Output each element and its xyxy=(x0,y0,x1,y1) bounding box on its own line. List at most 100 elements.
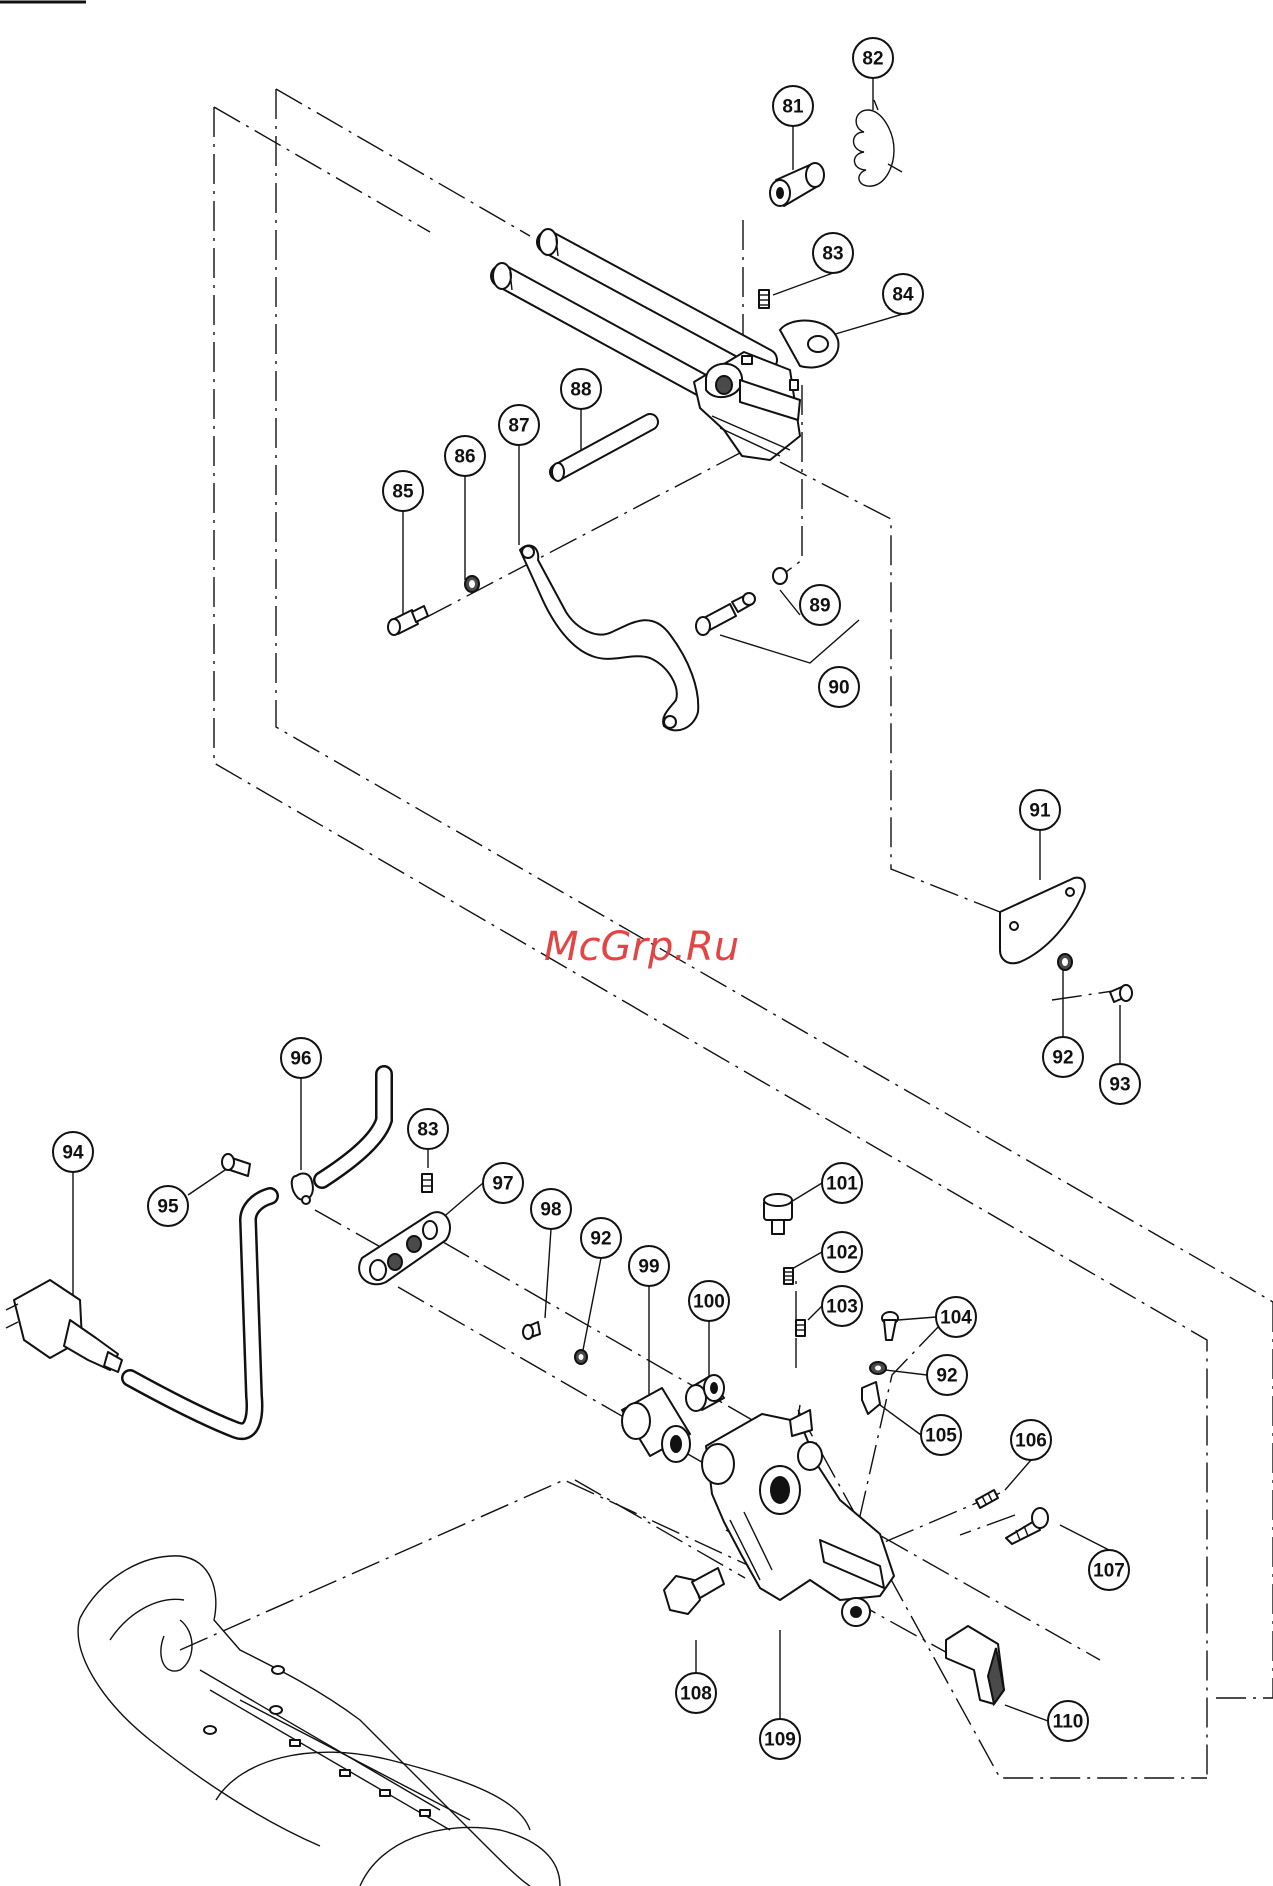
callout-84: 84 xyxy=(883,274,923,314)
callout-label: 92 xyxy=(936,1366,957,1387)
callout-label: 109 xyxy=(764,1730,796,1751)
callout-98: 98 xyxy=(531,1189,571,1229)
callout-85: 85 xyxy=(383,471,423,511)
set-screw-103 xyxy=(796,1320,805,1336)
set-screw-83 xyxy=(759,290,769,308)
callout-label: 81 xyxy=(782,97,804,118)
bolt-104 xyxy=(882,1312,898,1340)
callout-label: 98 xyxy=(540,1200,561,1221)
screw-98 xyxy=(523,1322,540,1339)
callout-87: 87 xyxy=(499,405,539,445)
callout-86: 86 xyxy=(445,436,485,476)
callout-label: 97 xyxy=(492,1174,513,1195)
callout-label: 96 xyxy=(290,1049,311,1070)
callout-110: 110 xyxy=(1048,1701,1088,1741)
cord-segment xyxy=(322,1074,384,1180)
saw-base xyxy=(78,1556,560,1886)
callout-94: 94 xyxy=(53,1132,93,1172)
callout-label: 110 xyxy=(1053,1712,1084,1733)
callout-label: 83 xyxy=(417,1120,438,1141)
bushing-100 xyxy=(686,1375,724,1411)
bolt-90 xyxy=(696,593,755,635)
callout-95: 95 xyxy=(148,1186,188,1226)
callout-label: 100 xyxy=(693,1292,725,1313)
callout-label: 90 xyxy=(828,678,849,699)
pointer-clip-105 xyxy=(862,1382,880,1414)
callout-92: 92 xyxy=(581,1218,621,1258)
set-screw-106 xyxy=(976,1490,998,1508)
callout-102: 102 xyxy=(822,1232,862,1272)
collar-81 xyxy=(770,163,824,206)
callout-label: 88 xyxy=(570,380,591,401)
lever-87 xyxy=(520,545,698,730)
callout-label: 101 xyxy=(826,1174,858,1195)
ring-89 xyxy=(773,568,787,584)
callout-92: 92 xyxy=(927,1355,967,1395)
callout-label: 85 xyxy=(392,482,414,503)
callout-label: 107 xyxy=(1093,1561,1125,1582)
screw-93 xyxy=(1110,985,1132,1002)
spring-102 xyxy=(784,1268,793,1284)
callout-109: 109 xyxy=(760,1719,800,1759)
callout-81: 81 xyxy=(773,86,813,126)
callout-108: 108 xyxy=(676,1673,716,1713)
sleeve-99 xyxy=(622,1388,690,1462)
watermark-text: McGrp.Ru xyxy=(544,924,739,970)
callout-label: 82 xyxy=(862,49,883,70)
callout-88: 88 xyxy=(561,369,601,409)
callout-label: 95 xyxy=(157,1197,179,1218)
callout-103: 103 xyxy=(822,1286,862,1326)
callout-104: 104 xyxy=(936,1297,976,1337)
lock-lever-110 xyxy=(946,1626,1004,1704)
main-holder-109 xyxy=(702,1410,894,1626)
callout-label: 86 xyxy=(454,447,475,468)
tapping-screw-107 xyxy=(1006,1508,1048,1544)
cover-plate-91 xyxy=(1000,878,1085,964)
power-plug-94 xyxy=(6,1280,122,1372)
callout-label: 102 xyxy=(826,1243,858,1264)
cord-clamp-96 xyxy=(292,1174,313,1204)
callout-label: 92 xyxy=(1052,1048,1073,1069)
callout-label: 89 xyxy=(809,596,830,617)
callout-89: 89 xyxy=(800,585,840,625)
callout-91: 91 xyxy=(1020,790,1060,830)
callout-100: 100 xyxy=(689,1281,729,1321)
callout-106: 106 xyxy=(1011,1420,1051,1460)
callout-label: 91 xyxy=(1029,801,1051,822)
callout-83: 83 xyxy=(408,1109,448,1149)
callout-92: 92 xyxy=(1043,1037,1083,1077)
callout-93: 93 xyxy=(1100,1064,1140,1104)
rod-holder-97 xyxy=(359,1212,450,1284)
hex-bolt-108 xyxy=(664,1568,724,1614)
washer-86 xyxy=(465,576,479,592)
bolt-85 xyxy=(388,606,428,635)
washer-92-mid xyxy=(575,1350,587,1364)
callout-label: 87 xyxy=(508,416,529,437)
callout-label: 105 xyxy=(925,1426,957,1447)
washer-92-right xyxy=(870,1362,886,1374)
callout-90: 90 xyxy=(819,667,859,707)
washer-92-top xyxy=(1058,954,1072,970)
callout-96: 96 xyxy=(281,1038,321,1078)
callout-82: 82 xyxy=(853,38,893,78)
callout-label: 106 xyxy=(1015,1431,1047,1452)
callout-99: 99 xyxy=(629,1246,669,1286)
callout-label: 93 xyxy=(1109,1075,1130,1096)
power-cord xyxy=(130,1196,270,1431)
spring-82 xyxy=(854,100,903,186)
callout-105: 105 xyxy=(921,1415,961,1455)
screw-95 xyxy=(222,1154,250,1176)
callout-label: 92 xyxy=(590,1229,611,1250)
callout-label: 94 xyxy=(62,1143,84,1164)
callout-label: 103 xyxy=(826,1297,858,1318)
callout-107: 107 xyxy=(1089,1550,1129,1590)
pin-88 xyxy=(552,422,650,481)
callout-97: 97 xyxy=(483,1163,523,1203)
callout-label: 84 xyxy=(892,285,914,306)
callout-83: 83 xyxy=(813,233,853,273)
callout-101: 101 xyxy=(822,1163,862,1203)
callout-label: 83 xyxy=(822,244,843,265)
callout-label: 104 xyxy=(940,1308,972,1329)
callout-label: 99 xyxy=(638,1257,659,1278)
